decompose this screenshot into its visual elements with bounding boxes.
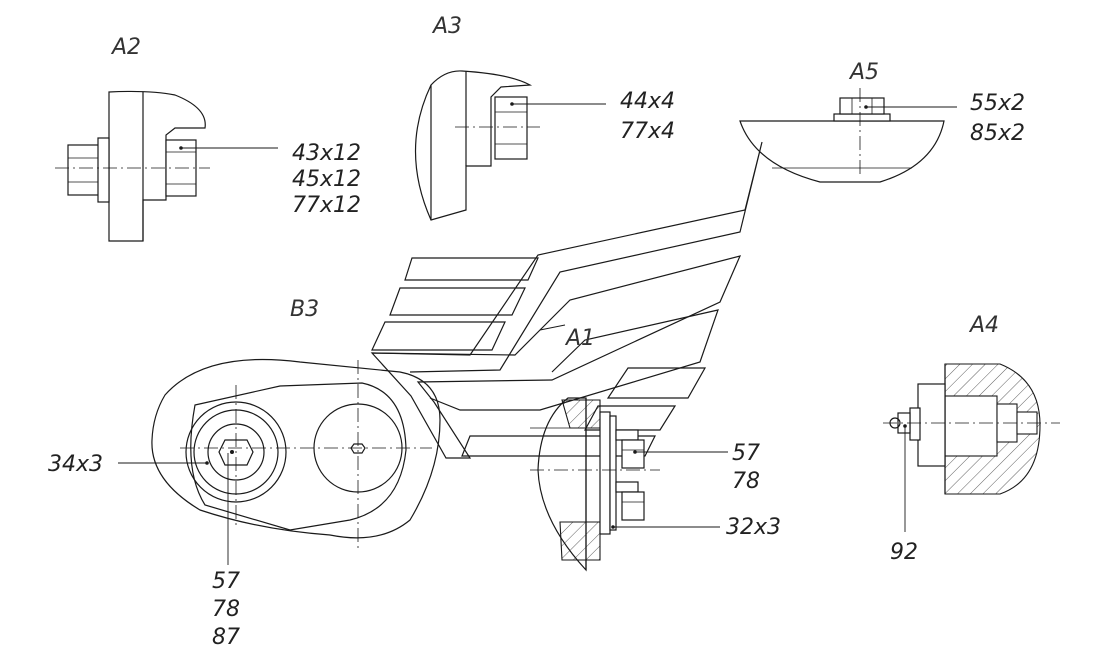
view-label-a5: A5	[848, 60, 879, 85]
view-label-a2: A2	[110, 35, 141, 60]
view-label-b3: B3	[290, 297, 319, 322]
view-a5: A5 55x2 85x2	[739, 60, 1025, 183]
view-a1: A1 57 78 32x3	[530, 326, 781, 572]
view-label-a4: A4	[968, 313, 999, 338]
callout-a2-line2: 45x12	[292, 167, 361, 192]
callout-a2-line1: 43x12	[292, 141, 361, 166]
callout-a3-line1: 44x4	[620, 89, 675, 114]
view-a3: A3 44x4 77x4	[414, 14, 675, 221]
callout-a2-line3: 77x12	[292, 193, 361, 218]
callout-a3-line2: 77x4	[620, 119, 675, 144]
callout-b3-bottom-line2: 78	[212, 597, 240, 622]
callout-b3-bottom-line3: 87	[212, 625, 240, 650]
callout-a5-line1: 55x2	[970, 91, 1025, 116]
view-a2: A2 43x12 45x12 77x12	[55, 35, 361, 242]
callout-a5-line2: 85x2	[970, 121, 1025, 146]
callout-b3-bottom-line1: 57	[212, 569, 240, 594]
callout-a1-top-line1: 57	[732, 441, 760, 466]
callout-b3-left: 34x3	[48, 452, 103, 477]
view-label-a1: A1	[564, 326, 595, 351]
view-b3: B3 34x3 57 78 87	[48, 297, 441, 650]
callout-a1-bottom: 32x3	[726, 515, 781, 540]
view-a4: A4 92	[883, 313, 1060, 565]
callout-a1-top-line2: 78	[732, 469, 760, 494]
view-label-a3: A3	[431, 14, 462, 39]
callout-a4: 92	[890, 540, 918, 565]
tractor-fender-outline	[370, 141, 763, 459]
